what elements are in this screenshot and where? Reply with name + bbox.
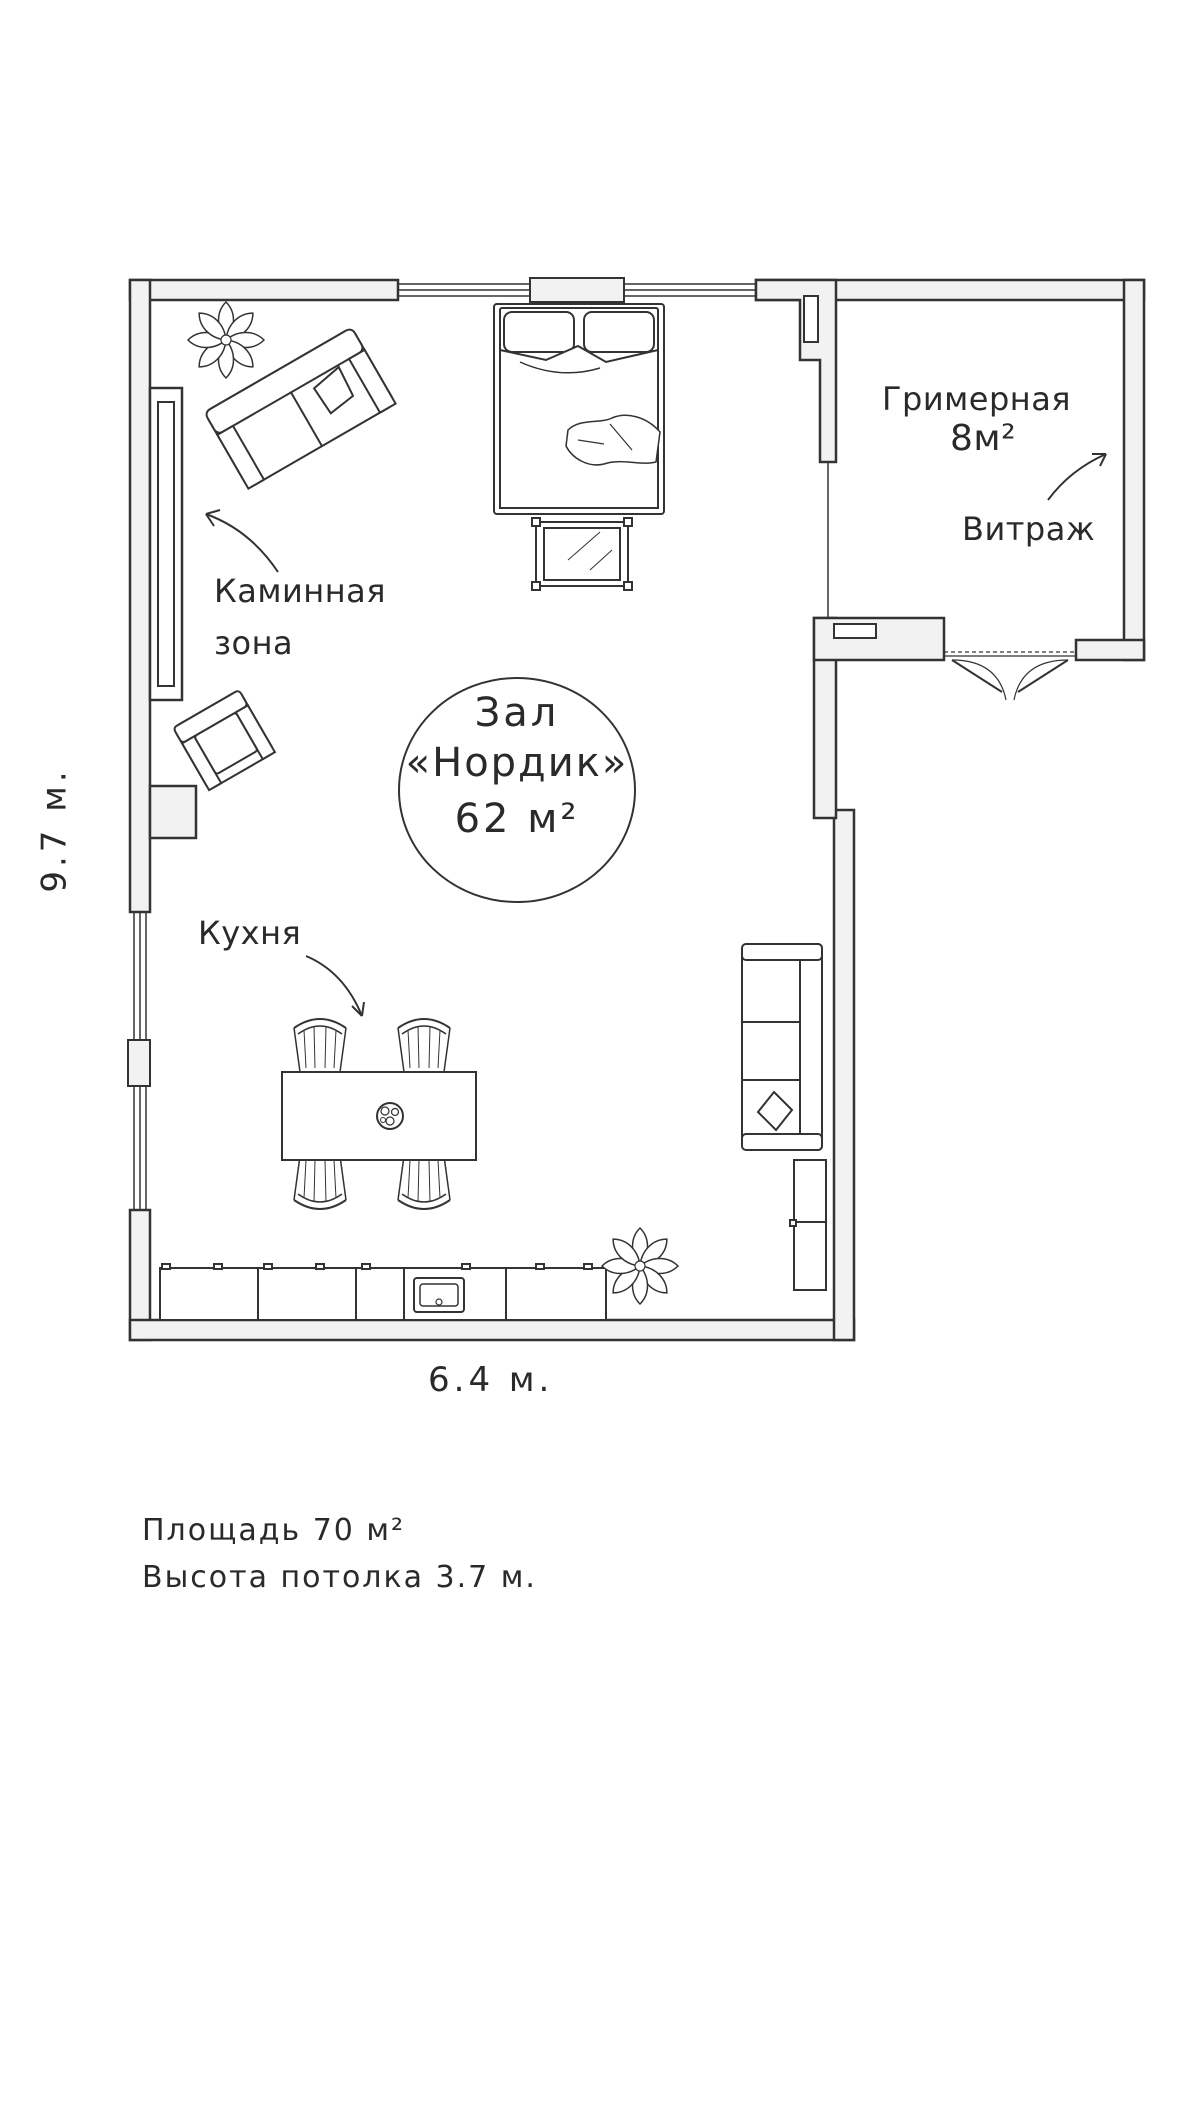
hall-name: Зал (474, 690, 560, 736)
fireplace-hearth (148, 784, 198, 840)
fireplace-zone-label-line1: Каминная (214, 572, 386, 610)
fireplace-zone-label-line2: зона (214, 624, 294, 662)
chair-top-left (293, 1018, 347, 1073)
dimension-width: 6.4 м. (428, 1360, 554, 1400)
pillow-left (503, 311, 575, 353)
stained-glass-label: Витраж (962, 510, 1096, 548)
bedside-bench (531, 517, 633, 591)
arrow-stained-glass-icon (1047, 453, 1107, 501)
arrow-kitchen-icon (305, 955, 365, 1017)
wall-dressing-right (1122, 278, 1146, 662)
table-centerpiece-icon (376, 1102, 404, 1130)
fireplace (148, 386, 198, 840)
armchair (173, 690, 277, 792)
info-block: Площадь 70 м² Высота потолка 3.7 м. (142, 1508, 537, 1601)
chair-bottom-right (397, 1155, 451, 1210)
dressing-cabinet (803, 295, 819, 343)
wall-partition (754, 278, 838, 464)
arrow-fireplace-icon (205, 509, 279, 573)
dressing-room-label: Гримерная (882, 380, 1072, 418)
double-door (944, 651, 1076, 701)
ceiling-height: Высота потолка 3.7 м. (142, 1559, 537, 1595)
total-area: Площадь 70 м² (142, 1513, 406, 1548)
wall-top-left (128, 278, 400, 302)
walls (128, 278, 1146, 1342)
sofa-fireplace (205, 328, 397, 490)
kitchen-label: Кухня (198, 914, 302, 952)
wall-left-upper (128, 278, 152, 914)
pillow-right (583, 311, 655, 353)
plant-kitchen-icon (601, 1227, 679, 1305)
window-top (398, 277, 756, 303)
bed (493, 303, 665, 515)
wall-dressing-bottom-right (1074, 638, 1146, 662)
hall-circle (398, 677, 636, 903)
window-left (127, 912, 151, 1210)
dressing-shelf (833, 623, 877, 639)
dimension-height: 9.7 м. (34, 767, 75, 893)
chair-bottom-left (293, 1155, 347, 1210)
hall-label: Зал «Нордик» 62 м² (397, 688, 637, 844)
wardrobe-right (789, 1159, 827, 1291)
chair-top-right (397, 1018, 451, 1073)
wall-right-lower (832, 808, 856, 1342)
hall-area: 62 м² (454, 796, 580, 842)
kitchen-counter (159, 1263, 607, 1321)
wall-bottom (128, 1318, 856, 1342)
dressing-room-area: 8м² (950, 418, 1016, 459)
sofa-right (741, 943, 823, 1151)
hall-style: «Нордик» (405, 740, 629, 786)
plant-top-left-icon (187, 301, 265, 379)
